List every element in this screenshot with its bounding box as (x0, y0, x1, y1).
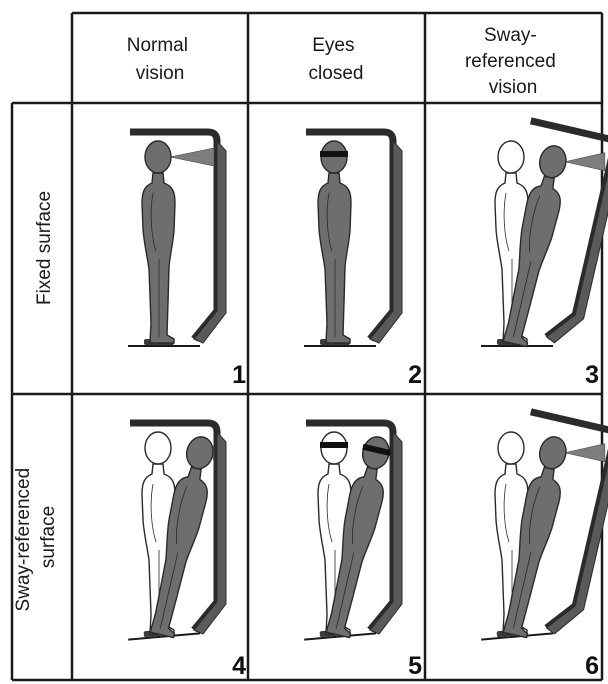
row-header-sway-referenced-surface: Sway-referenced surface (13, 463, 59, 612)
blindfold-icon (320, 442, 348, 448)
column-header-eyes-closed: Eyes closed (309, 35, 364, 84)
condition-number: 2 (408, 361, 422, 389)
column-headers: Normal vision Eyes closed Sway- referenc… (127, 25, 561, 98)
condition-cell-1: 1 (128, 132, 246, 389)
condition-cell-3: 3 (481, 121, 608, 389)
subject-figure (318, 141, 351, 343)
blindfold-icon (320, 151, 348, 157)
condition-cell-6: 6 (481, 412, 608, 680)
condition-number: 4 (232, 652, 246, 680)
subject-figure (142, 141, 175, 343)
condition-cell-2: 2 (304, 132, 422, 389)
column-header-normal-vision: Normal vision (127, 35, 194, 84)
column-header-sway-referenced-vision: Sway- referenced vision (465, 25, 561, 98)
condition-cells: 1 2 3 4 5 6 (128, 121, 608, 680)
condition-cell-4: 4 (128, 423, 247, 680)
line-of-sight-icon (170, 148, 214, 166)
condition-number: 1 (232, 361, 246, 389)
condition-cell-5: 5 (304, 423, 423, 680)
row-header-fixed-surface: Fixed surface (34, 191, 55, 305)
row-headers: Fixed surface Sway-referenced surface (13, 191, 59, 611)
condition-number: 6 (585, 652, 599, 680)
condition-number: 3 (585, 361, 599, 389)
line-of-sight-icon (565, 153, 605, 171)
condition-number: 5 (408, 652, 422, 680)
line-of-sight-icon (565, 444, 605, 462)
